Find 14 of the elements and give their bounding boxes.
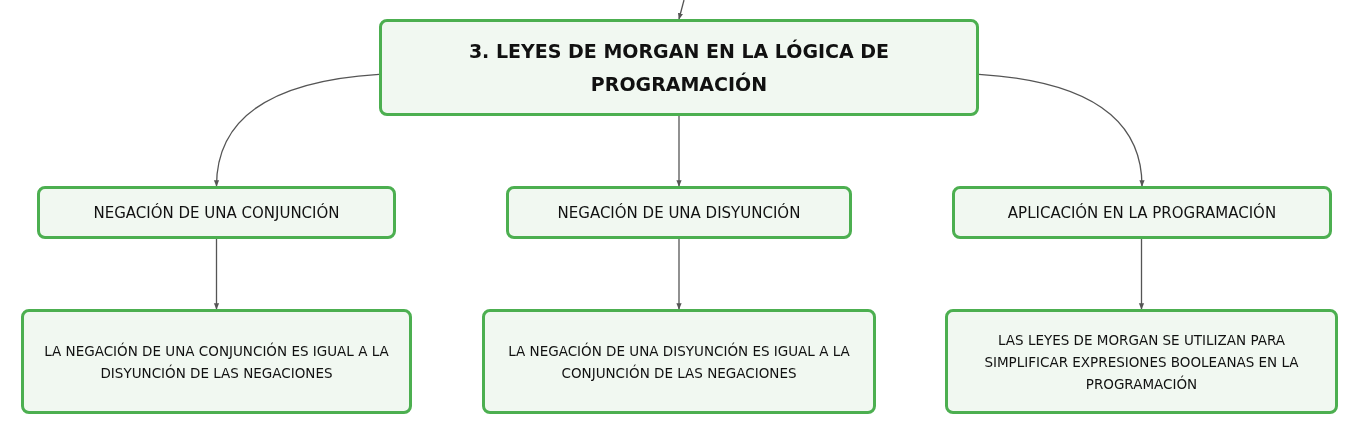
connector-arrow: [214, 73, 380, 187]
topic-box: 3. LEYES DE MORGAN EN LA LÓGICA DE PROGRAMACIÓN: [379, 19, 979, 116]
connector-arrow: [676, 238, 682, 310]
connector-arrow: [213, 238, 220, 310]
connector-arrow: [677, 0, 685, 20]
topic-box: APLICACIÓN EN LA PROGRAMACIÓN: [952, 186, 1332, 239]
topic-box: NEGACIÓN DE UNA DISYUNCIÓN: [506, 186, 852, 239]
topic-box: LA NEGACIÓN DE UNA DISYUNCIÓN ES IGUAL A LA CONJUNCIÓN DE LAS NEGACIONES: [482, 309, 876, 414]
connector-arrow: [978, 73, 1145, 187]
topic-box: LA NEGACIÓN DE UNA CONJUNCIÓN ES IGUAL A LA DISYUNCIÓN DE LAS NEGACIONES: [21, 309, 412, 414]
topic-box: LAS LEYES DE MORGAN SE UTILIZAN PARA SIMPLIFICAR EXPRESIONES BOOLEANAS EN LA PROGRAMACIÓN: [945, 309, 1338, 414]
connector-arrow: [676, 115, 682, 187]
topic-box: NEGACIÓN DE UNA CONJUNCIÓN: [37, 186, 396, 239]
connector-arrow: [1138, 238, 1145, 310]
